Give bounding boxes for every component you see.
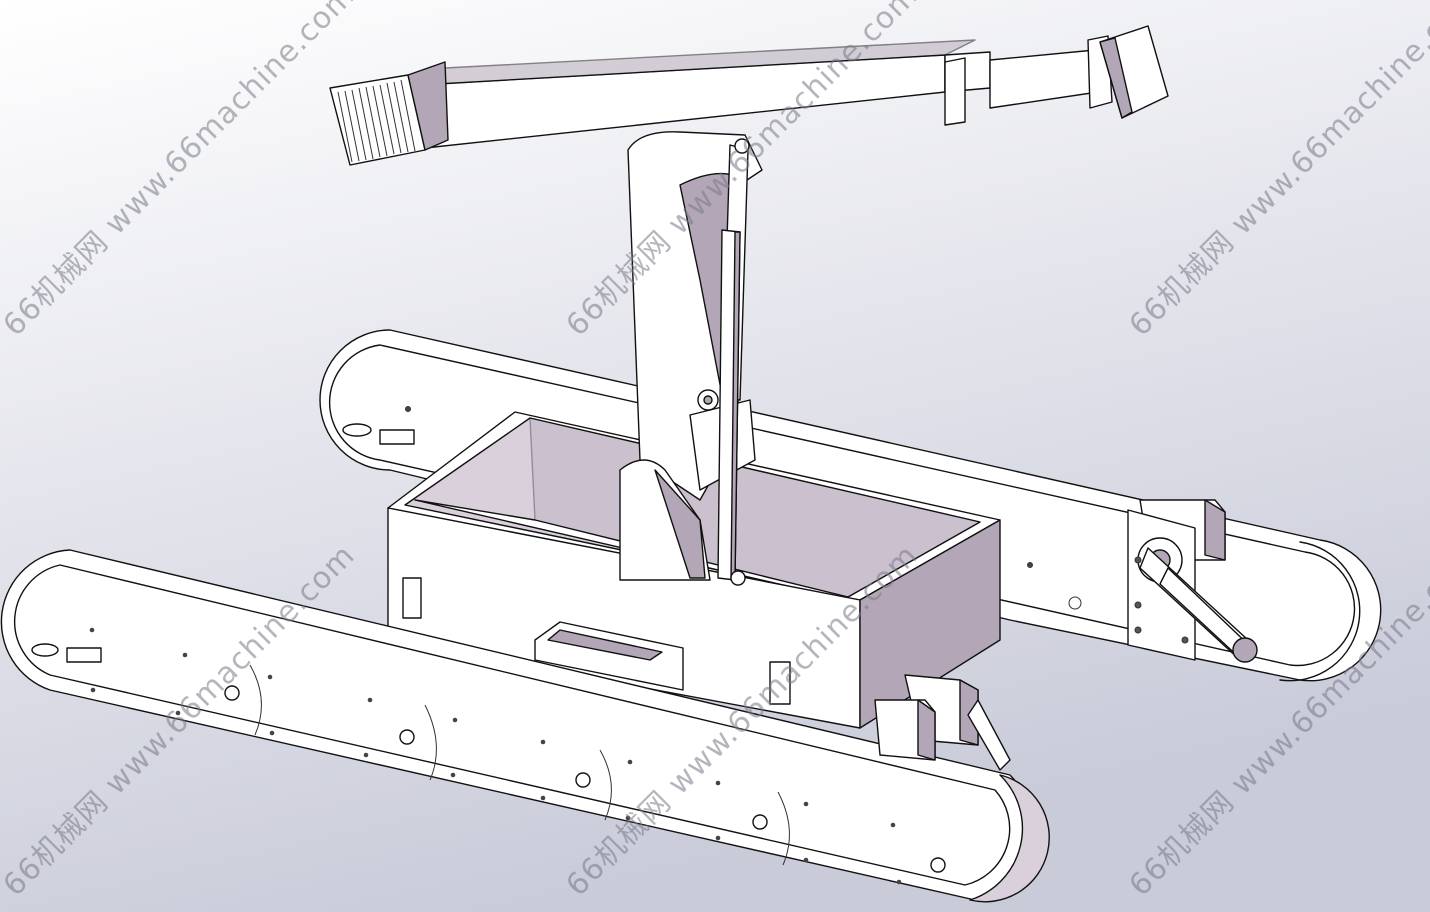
boom xyxy=(329,25,1169,166)
hydraulic-cylinder xyxy=(717,138,750,586)
front-motor xyxy=(874,674,1011,771)
right-drive xyxy=(1127,499,1258,663)
track-rollers xyxy=(224,685,946,873)
track-bolts xyxy=(89,627,902,885)
left-track xyxy=(0,549,1050,903)
heat-sink-fins xyxy=(337,79,416,163)
